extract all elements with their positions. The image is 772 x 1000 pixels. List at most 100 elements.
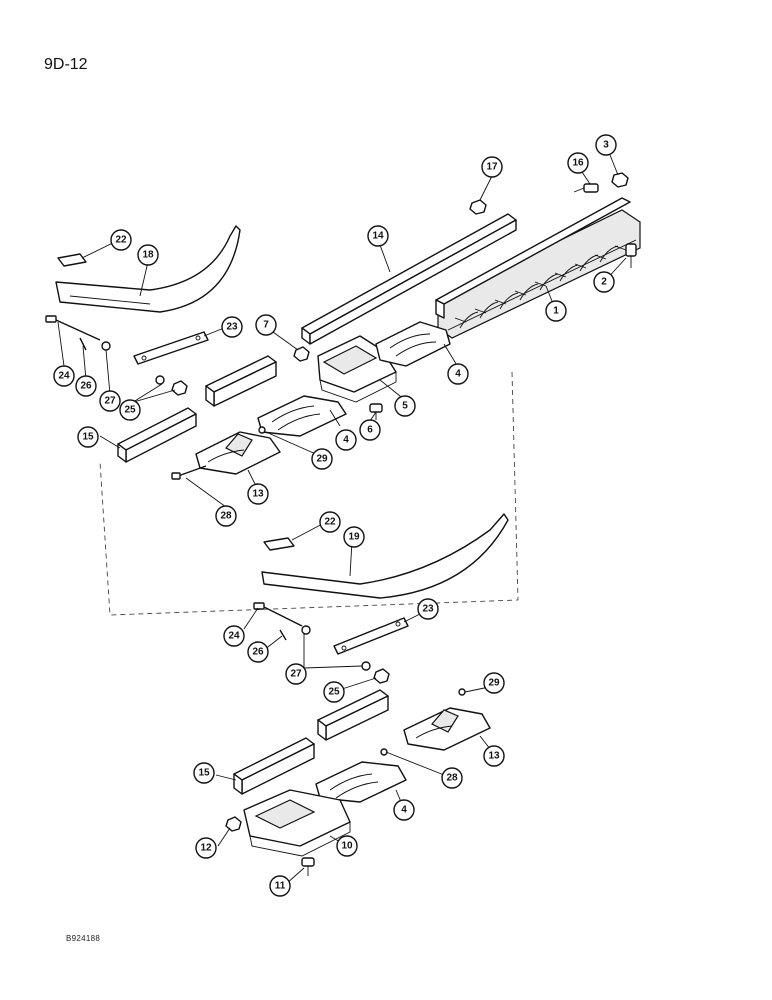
pin-29-lower: [458, 688, 466, 696]
nut-7: [293, 346, 310, 362]
svg-text:15: 15: [198, 768, 210, 779]
svg-text:29: 29: [316, 454, 328, 465]
callout-1: 1: [545, 300, 567, 322]
svg-text:7: 7: [263, 320, 269, 331]
svg-text:16: 16: [572, 158, 584, 169]
bolt-24-lower: [253, 602, 303, 627]
page-number: 9D-12: [44, 56, 88, 73]
callout-4-middle: 4: [335, 429, 357, 451]
callout-17: 17: [481, 156, 503, 178]
callout-23-lower: 23: [417, 598, 439, 620]
svg-text:23: 23: [422, 604, 434, 615]
knife-guard-4-lower: [315, 761, 407, 803]
svg-text:2: 2: [601, 277, 607, 288]
nut-3: [611, 172, 629, 188]
callout-26-lower: 26: [247, 641, 269, 663]
end-guard-13-lower: [403, 707, 491, 751]
callout-7: 7: [255, 314, 277, 336]
bolt-11: [301, 857, 315, 876]
callout-10: 10: [336, 835, 358, 857]
callout-29-lower: 29: [483, 672, 505, 694]
callout-3: 3: [595, 134, 617, 156]
svg-text:5: 5: [402, 401, 408, 412]
svg-text:13: 13: [488, 751, 500, 762]
bolt-24-upper: [45, 315, 101, 341]
svg-text:24: 24: [228, 631, 240, 642]
svg-text:19: 19: [348, 532, 360, 543]
svg-text:12: 12: [200, 843, 212, 854]
callout-26-upper: 26: [75, 375, 97, 397]
callout-15-lower: 15: [193, 762, 215, 784]
callout-4-upper: 4: [447, 363, 469, 385]
callout-4-lower: 4: [393, 799, 415, 821]
svg-text:26: 26: [252, 647, 264, 658]
end-guard-13-upper: [195, 431, 281, 475]
svg-text:23: 23: [226, 322, 238, 333]
pin-29-upper: [258, 426, 266, 434]
svg-text:28: 28: [220, 511, 232, 522]
svg-text:15: 15: [82, 432, 94, 443]
svg-text:22: 22: [115, 235, 127, 246]
callout-2: 2: [593, 271, 615, 293]
callout-16: 16: [567, 152, 589, 174]
tube-15-lower: [233, 737, 315, 795]
svg-text:25: 25: [124, 405, 136, 416]
knife-guard-4-middle: [257, 395, 347, 437]
svg-text:24: 24: [58, 371, 70, 382]
callout-22-upper: 22: [110, 229, 132, 251]
strap-23-upper: [133, 331, 209, 365]
callout-25-upper: 25: [119, 399, 141, 421]
svg-text:27: 27: [290, 669, 302, 680]
nut-17: [469, 199, 487, 215]
svg-text:4: 4: [401, 805, 407, 816]
skid-shoe-18: [55, 225, 241, 313]
callout-22-lower: 22: [319, 511, 341, 533]
svg-text:22: 22: [324, 517, 336, 528]
tube-15-upper: [117, 407, 197, 463]
callout-5: 5: [394, 395, 416, 417]
bolt-16: [573, 183, 599, 193]
svg-text:28: 28: [446, 773, 458, 784]
callout-19: 19: [343, 526, 365, 548]
callout-13-upper: 13: [247, 483, 269, 505]
callout-6: 6: [359, 419, 381, 441]
knife-guard-4-upper: [375, 321, 451, 367]
svg-text:10: 10: [341, 841, 353, 852]
svg-text:13: 13: [252, 489, 264, 500]
nut-12: [225, 816, 242, 832]
svg-text:1: 1: [553, 306, 559, 317]
svg-text:4: 4: [455, 369, 461, 380]
callout-25-lower: 25: [323, 681, 345, 703]
svg-text:17: 17: [486, 162, 498, 173]
bolt-28-upper: [171, 465, 207, 480]
svg-text:14: 14: [372, 231, 384, 242]
svg-text:27: 27: [104, 396, 116, 407]
skid-shoe-19: [261, 513, 509, 599]
callout-11: 11: [269, 875, 291, 897]
callout-23-upper: 23: [221, 316, 243, 338]
pin-26-lower: [279, 629, 287, 641]
figure-code: B924188: [66, 934, 101, 943]
callout-28-upper: 28: [215, 505, 237, 527]
strap-23-lower: [333, 617, 409, 655]
pin-26-upper: [79, 337, 87, 351]
callout-12: 12: [195, 837, 217, 859]
tube-spacer-upper: [205, 355, 277, 407]
bolt-2: [625, 243, 637, 268]
tube-spacer-lower: [317, 689, 389, 741]
svg-text:29: 29: [488, 678, 500, 689]
svg-text:3: 3: [603, 140, 609, 151]
svg-text:4: 4: [343, 435, 349, 446]
wear-plate-22-lower: [263, 537, 295, 551]
callout-13-lower: 13: [483, 745, 505, 767]
knife-guard-section: [435, 197, 641, 339]
tube-14: [301, 213, 517, 345]
svg-text:6: 6: [367, 425, 373, 436]
callout-29-upper: 29: [311, 448, 333, 470]
mounting-bracket-5: [317, 335, 397, 403]
nut-25-lower: [373, 668, 390, 684]
wear-plate-22-upper: [57, 253, 87, 267]
svg-text:11: 11: [275, 881, 286, 892]
callout-24-lower: 24: [223, 625, 245, 647]
callout-28-lower: 28: [441, 767, 463, 789]
